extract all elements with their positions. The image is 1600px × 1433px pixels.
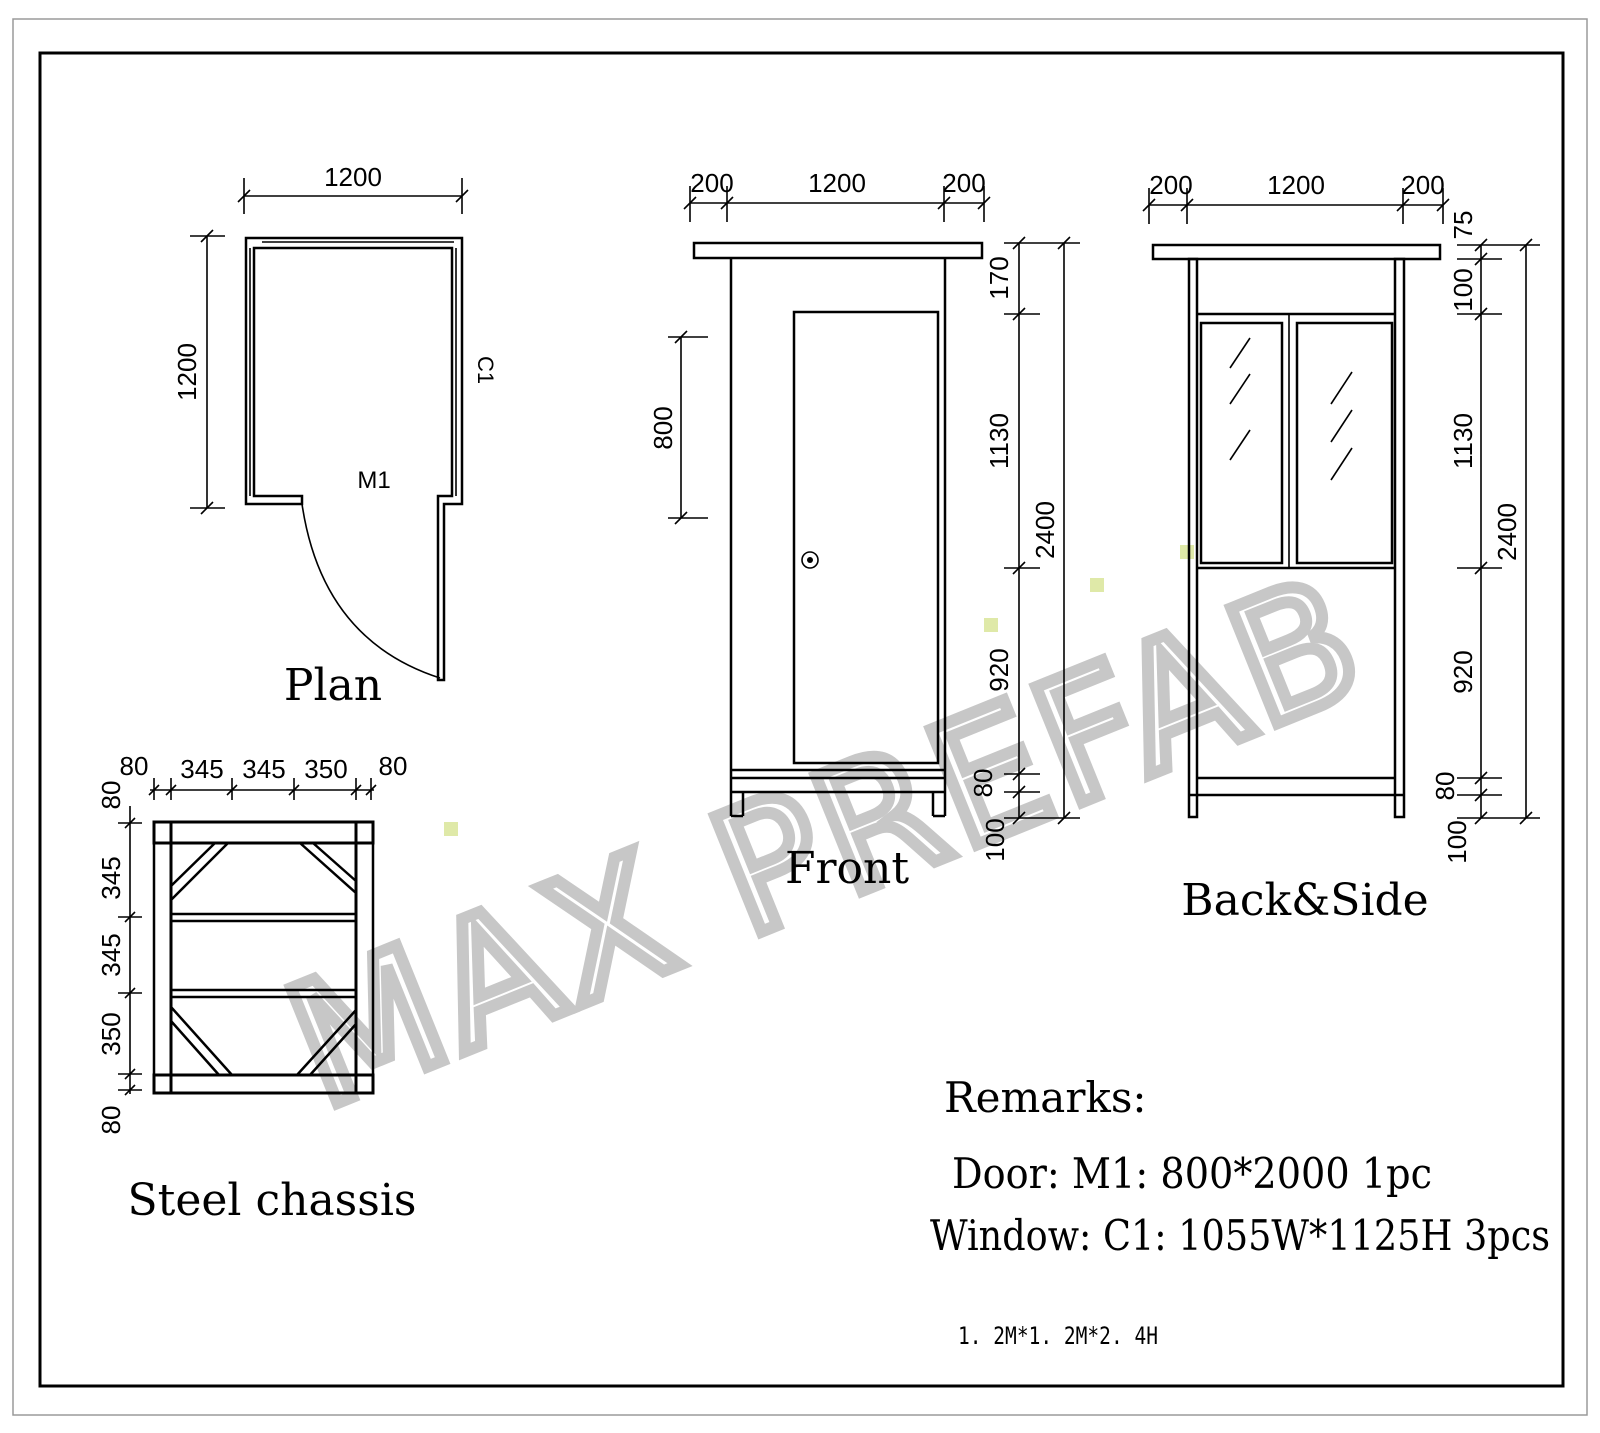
front-dim-total: 2400: [1030, 501, 1060, 559]
front-dim-top-right: 200: [942, 168, 985, 198]
front-dim-door: 800: [648, 406, 678, 449]
chassis-dim-left-0: 80: [96, 781, 126, 810]
outer-border: [12, 18, 1588, 1416]
back-dim-total: 2400: [1492, 503, 1522, 561]
chassis-dim-top-0: 80: [120, 751, 149, 781]
chassis-dim-top-4: 80: [379, 751, 408, 781]
back-title: Back&Side: [1181, 875, 1428, 926]
front-dim-80: 80: [968, 769, 998, 798]
back-dim-100-bottom: 100: [1442, 820, 1472, 863]
back-side-view: 200 1200 200: [1142, 170, 1540, 926]
front-dim-top-mid: 1200: [808, 168, 866, 198]
back-dim-top-mid: 1200: [1267, 170, 1325, 200]
chassis-dim-left-2: 345: [96, 933, 126, 976]
back-dim-top-left: 200: [1149, 170, 1192, 200]
chassis-dim-left-3: 350: [96, 1012, 126, 1055]
front-title: Front: [785, 843, 909, 894]
back-dim-920: 920: [1448, 650, 1478, 693]
chassis-dim-top-2: 345: [242, 754, 285, 784]
back-dim-top-right: 200: [1401, 170, 1444, 200]
plan-dim-depth: 1200: [172, 343, 202, 401]
front-dim-170: 170: [984, 256, 1014, 299]
chassis-dim-top-1: 345: [180, 754, 223, 784]
plan-view: 1200 1200 C1 M1 Plan: [172, 162, 498, 711]
chassis-dim-top-3: 350: [304, 754, 347, 784]
chassis-view: 80 345 345 350 80 80 345 345 350 80: [96, 751, 417, 1226]
back-dim-80: 80: [1430, 772, 1460, 801]
inner-border: [38, 51, 1565, 1388]
back-dim-100-top: 100: [1448, 268, 1478, 311]
remarks-heading: Remarks:: [944, 1073, 1147, 1122]
watermark-dot: [984, 618, 998, 632]
chassis-dim-left-1: 345: [96, 856, 126, 899]
plan-title: Plan: [284, 660, 382, 711]
remarks-window: Window: C1: 1055W*1125H 3pcs: [930, 1211, 1550, 1260]
chassis-dim-left-4: 80: [96, 1106, 126, 1135]
plan-window-tag: C1: [473, 356, 498, 384]
front-dim-1130: 1130: [984, 413, 1014, 469]
remarks-door: Door: M1: 800*2000 1pc: [952, 1149, 1432, 1198]
front-view: 200 1200 200 800: [648, 168, 1080, 894]
watermark-dot: [444, 822, 458, 836]
front-dim-100: 100: [980, 818, 1010, 861]
front-dim-top-left: 200: [690, 168, 733, 198]
back-dim-1130: 1130: [1448, 413, 1478, 469]
front-dim-920: 920: [984, 648, 1014, 691]
watermark-dot: [1090, 578, 1104, 592]
back-dim-75: 75: [1448, 211, 1478, 240]
watermark-dot: [1180, 545, 1194, 559]
remarks-size: 1. 2M*1. 2M*2. 4H: [958, 1322, 1158, 1350]
chassis-title: Steel chassis: [128, 1175, 417, 1226]
plan-dim-width: 1200: [324, 162, 382, 192]
plan-door-tag: M1: [357, 467, 390, 494]
remarks-block: Remarks: Door: M1: 800*2000 1pc Window: …: [930, 1073, 1550, 1350]
